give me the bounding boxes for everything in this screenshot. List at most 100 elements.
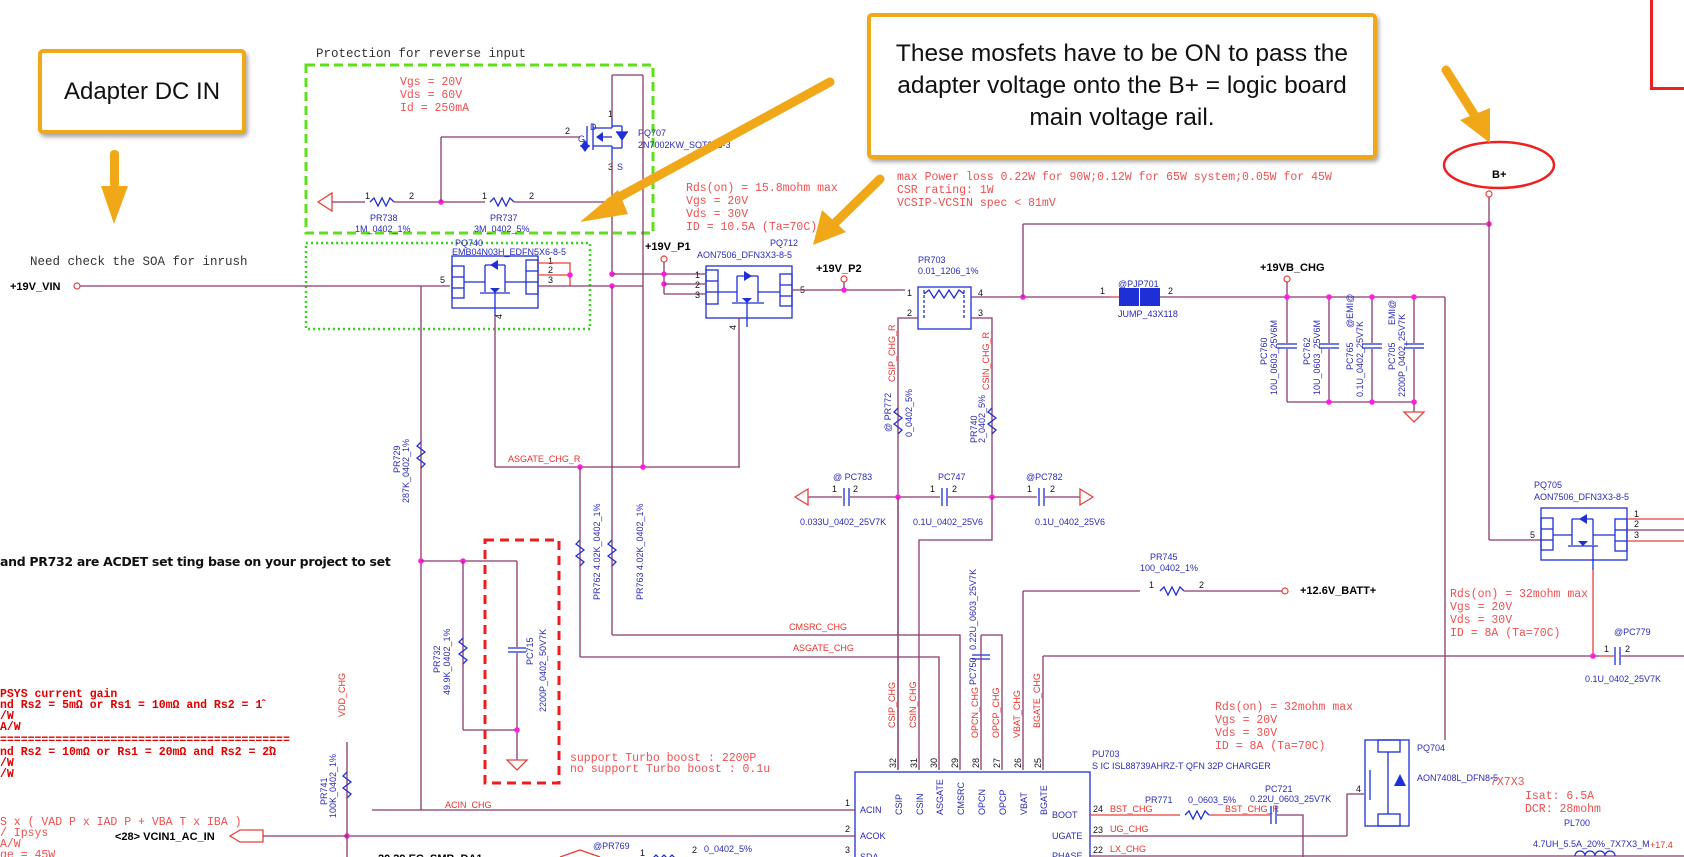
capacitor-pc762[interactable]: PC762 10U_0603_25V6M [1302,320,1339,395]
svg-text:0.22U_0603_25V7K: 0.22U_0603_25V7K [1250,794,1331,804]
resistor-pr745[interactable]: PR745 100_0402_1% 1 2 [1140,552,1204,597]
svg-text:Rds(on) = 15.8mohm max: Rds(on) = 15.8mohm max [686,182,838,195]
resistor-pr737[interactable]: 1 2 PR737 3M_0402_5% [474,191,534,234]
capacitor-pc721[interactable]: PC721 0.22U_0603_25V7K [1250,784,1331,824]
net-label-vb-chg: +19VB_CHG [1260,262,1325,274]
svg-text:PC765: PC765 [1345,342,1355,370]
callout-adapter-dc-in: Adapter DC IN [38,49,246,134]
ic-pin-name: OPCP [998,789,1008,815]
resistor-pr769[interactable]: @PR769 1 2 0_0402_5% [593,841,752,857]
svg-text:PQ704: PQ704 [1417,743,1445,753]
svg-text:0.1U_0402_25V7K: 0.1U_0402_25V7K [1585,674,1661,684]
svg-text:100K_0402_1%: 100K_0402_1% [328,754,338,818]
net-opcn-chg: OPCN_CHG [970,687,980,738]
csr-specs: max Power loss 0.22W for 90W;0.12W for 6… [897,171,1332,210]
protection-region [304,63,655,235]
svg-text:1: 1 [365,191,370,201]
svg-text:2: 2 [692,845,697,855]
resistor-pr771[interactable]: PR771 0_0603_5% [1145,795,1236,821]
capacitor-pc715[interactable]: PC715 2200P_0402_50V7K [508,629,548,712]
ic-pin-name: SDA [860,852,879,857]
svg-text:PR703: PR703 [918,255,946,265]
net-label-vcin: <28> VCIN1_AC_IN [115,831,215,843]
svg-text:Vds = 30V: Vds = 30V [1215,727,1277,740]
ic-pin-number: 3 [845,845,850,855]
resistor-pr738[interactable]: 1 2 PR738 1M_0402_1% [355,191,414,234]
ic-pin-number: 1 [845,798,850,808]
mosfet-pq740[interactable]: PQ740 EMB04N03H_EDFN5X6-8-5 5 1 2 3 4 [440,238,566,319]
net-asgate-chg-r: ASGATE_CHG_R [508,454,581,464]
resistor-pr729[interactable]: PR729 287K_0402_1% [392,439,427,503]
inductor-pl700[interactable]: PL700 4.7UH_5.5A_20%_7X7X3_M +17.4 [1533,818,1673,857]
mosfet-pq704[interactable]: PQ704 AON7408L_DFN8-5 4 [1356,739,1498,827]
svg-text:1: 1 [907,288,912,298]
turbo-note: support Turbo boost : 2200P no support T… [570,752,770,776]
svg-text:2: 2 [1168,286,1173,296]
net-label-batt: +12.6V_BATT+ [1300,585,1376,597]
svg-text:/W: /W [0,757,14,770]
capacitor-pc765[interactable]: PC765 0.1U_0402_25V7K @EMI@ [1345,294,1382,397]
ic-pu703[interactable]: PU703 S IC ISL88739AHRZ-T QFN 32P CHARGE… [854,749,1271,857]
ic-pin-number: 31 [909,758,919,768]
net-opcp-chg: OPCP_CHG [991,687,1001,738]
svg-text:PU703: PU703 [1092,749,1120,759]
resistor-pr732[interactable]: PR732 49.9K_0402_1% [432,628,469,695]
ic-pin-name: VBAT [1019,792,1029,815]
ic-pin-number: 22 [1093,845,1103,855]
callout-adapter-text: Adapter DC IN [63,77,221,105]
net-label-p1: +19V_P1 [645,241,691,253]
svg-text:287K_0402_1%: 287K_0402_1% [401,439,411,503]
net-cmsrc-chg: CMSRC_CHG [789,622,847,632]
mosfet-pq705[interactable]: PQ705 AON7506_DFN3X3-8-5 5 1 2 3 [1530,480,1639,570]
jumper-pjp701[interactable]: 1 2 @PJP701 JUMP_43X118 [1100,279,1178,319]
svg-text:nd Rs2 = 10mΩ or Rs1 = 20mΩ: nd Rs2 = 10mΩ or Rs1 = 20mΩ and Rs2 = 2̂… [0,746,276,759]
net-acin-chg: ACIN_CHG [445,800,492,810]
ic-pin-name: ASGATE [935,779,945,815]
svg-text:max Power loss 0.22W for 90W;0: max Power loss 0.22W for 90W;0.12W for 6… [897,171,1332,184]
svg-text:AON7506_DFN3X3-8-5: AON7506_DFN3X3-8-5 [697,250,792,260]
svg-text:VCSIP-VCSIN spec < 81mV: VCSIP-VCSIN spec < 81mV [897,197,1056,210]
svg-text:D: D [590,122,597,132]
svg-text:0.01_1206_1%: 0.01_1206_1% [918,266,979,276]
resistor-pr740[interactable]: PR740 2_0402_5% [969,395,998,443]
capacitor-pc760[interactable]: PC760 10U_0603_25V6M [1259,320,1297,395]
resistor-pr763[interactable]: PR763 4.02K_0402_1% [606,503,645,600]
svg-text:1: 1 [695,270,700,280]
ic-pin-name: BGATE [1039,785,1049,815]
svg-text:7X7X3: 7X7X3 [1490,776,1525,789]
capacitor-pc705[interactable]: PC705 2200P_0402_25V7K EMI@ [1387,300,1424,397]
net-label-p2: +19V_P2 [816,263,862,275]
resistor-pr762[interactable]: PR762 4.02K_0402_1% [574,503,602,600]
svg-text:PC762: PC762 [1302,337,1312,365]
svg-text:PQ712: PQ712 [770,238,798,248]
svg-text:3: 3 [1634,530,1639,540]
resistor-pr772[interactable]: @ PR772 0_0402_5% [883,389,914,437]
svg-text:PR737: PR737 [490,213,518,223]
svg-text:4.02K_0402_1%: 4.02K_0402_1% [635,503,645,570]
net-label-ec-smb: 20,29 EC_SMB_DA1 [378,853,483,857]
svg-text:3: 3 [548,275,553,285]
svg-text:A/W: A/W [0,838,21,851]
svg-text:@PR769: @PR769 [593,841,630,851]
net-label-bplus: B+ [1492,169,1506,181]
svg-text:@PC779: @PC779 [1614,627,1651,637]
net-label-vin: +19V_VIN [10,281,61,293]
capacitor-pc750[interactable]: PC750 0.22U_0603_25V7K [968,569,990,685]
svg-text:2: 2 [952,484,957,494]
mosfet-pq707[interactable]: 2 D G S 1 3 PQ707 2N7002KW_SOT323-3 [565,109,731,172]
svg-text:1: 1 [1634,509,1639,519]
svg-text:JUMP_43X118: JUMP_43X118 [1118,309,1178,319]
sense-resistor-pr703[interactable]: PR703 0.01_1206_1% 1 4 2 3 [907,255,983,330]
svg-text:+17.4: +17.4 [1650,840,1673,850]
resistor-pr741[interactable]: PR741 100K_0402_1% [319,754,353,818]
svg-text:Isat: 6.5A: Isat: 6.5A [1525,790,1594,803]
svg-text:0.033U_0402_25V7K: 0.033U_0402_25V7K [800,517,886,527]
mosfet-pq712[interactable]: PQ712 AON7506_DFN3X3-8-5 1 2 3 5 4 [695,238,805,330]
svg-text:2: 2 [1634,519,1639,529]
